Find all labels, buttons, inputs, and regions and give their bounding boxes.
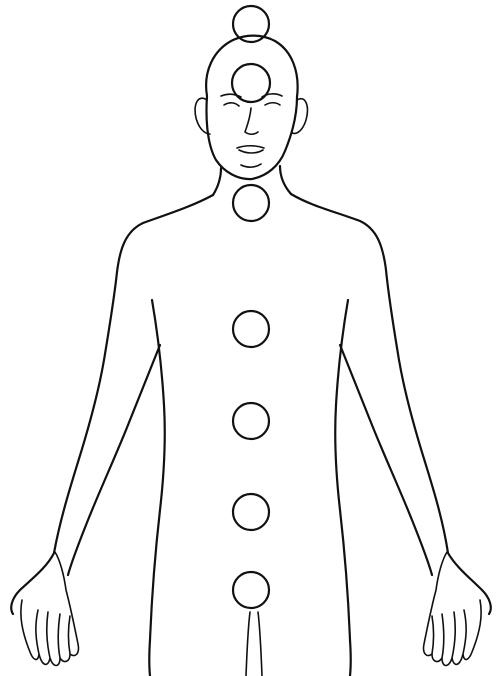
right-body-outline: [291, 194, 491, 614]
left-torso-line: [149, 300, 165, 676]
sacral-chakra-circle: [233, 494, 269, 530]
left-eye: [224, 103, 239, 106]
nose: [245, 108, 258, 134]
throat-chakra-circle: [233, 185, 269, 221]
neck-right: [280, 166, 291, 194]
heart-chakra-circle: [233, 311, 269, 347]
mouth: [237, 146, 264, 153]
head-outline: [206, 36, 297, 179]
neck-left: [213, 168, 221, 195]
solar-plexus-chakra-circle: [233, 403, 269, 439]
third-eye-chakra-circle: [232, 64, 270, 102]
right-hand: [424, 552, 482, 666]
left-inner-arm: [68, 345, 160, 575]
groin-left: [246, 612, 250, 676]
root-chakra-circle: [233, 572, 269, 608]
groin-right: [258, 612, 262, 676]
right-eye: [265, 103, 280, 105]
left-body-outline: [11, 195, 213, 614]
right-torso-line: [335, 300, 351, 676]
right-inner-arm: [340, 345, 432, 575]
chin-line: [241, 164, 261, 167]
